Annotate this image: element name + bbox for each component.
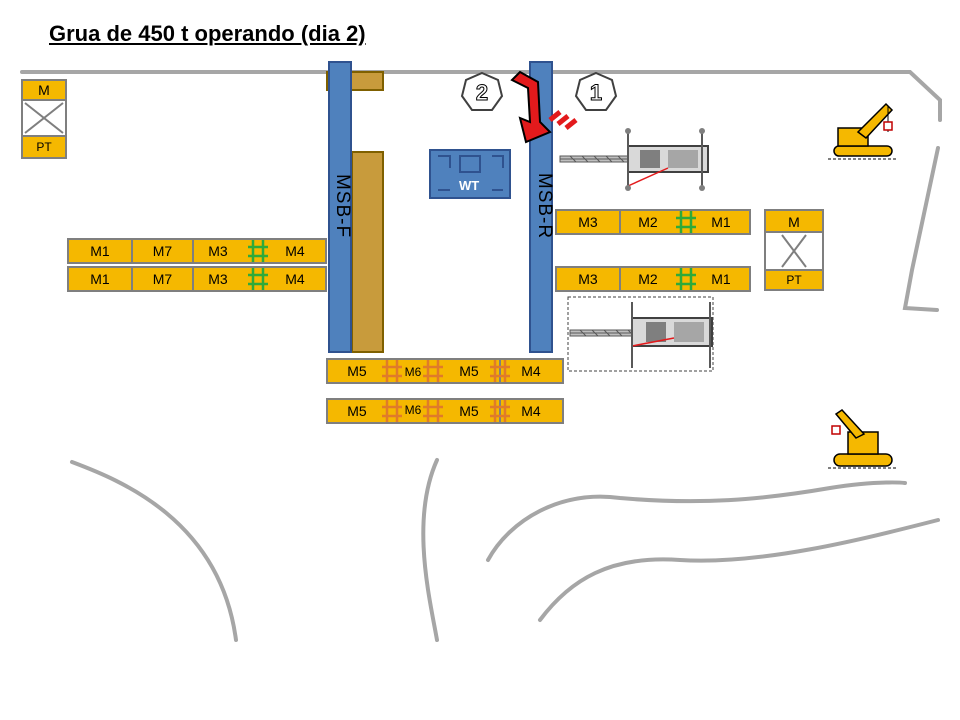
station-left	[21, 79, 67, 159]
module-label: M5	[347, 363, 367, 379]
module-label: M6	[404, 403, 422, 417]
step-2-label: 2	[475, 80, 489, 106]
module-label: M4	[521, 403, 541, 419]
module-label: M5	[459, 363, 479, 379]
module-label: M4	[285, 271, 305, 287]
module-label: M7	[152, 243, 173, 259]
row-right-a	[555, 209, 751, 235]
crawler-crane-icon	[828, 409, 898, 469]
row-left-b	[67, 266, 327, 292]
crane-top-view-icon	[559, 128, 709, 191]
module-label: M4	[285, 243, 305, 259]
crawler-crane-icon	[828, 102, 898, 160]
station-left-top-label: M	[38, 82, 50, 98]
site-boundary-lines	[20, 70, 942, 642]
warning-arrow-icon	[510, 70, 578, 144]
green-connectors	[248, 211, 696, 290]
station-left-bottom-label: PT	[36, 140, 52, 154]
module-label: M3	[208, 243, 228, 259]
step-badge-1	[574, 71, 618, 111]
msb-r-label: MSB-R	[534, 172, 556, 240]
tan-block	[351, 151, 384, 353]
msb-f-label: MSB-F	[332, 173, 354, 239]
crane-top-view-icon	[569, 302, 713, 368]
module-label: M1	[711, 214, 731, 230]
module-label: M6	[404, 365, 422, 379]
module-label: M7	[152, 271, 173, 287]
module-label: M3	[208, 271, 228, 287]
row-left-a	[67, 238, 327, 264]
module-label: M3	[578, 214, 598, 230]
step-1-label: 1	[589, 80, 603, 106]
module-label: M5	[459, 403, 479, 419]
station-right-bottom-label: PT	[786, 273, 802, 287]
step-badge-2	[460, 71, 504, 111]
station-right-top-label: M	[788, 214, 800, 230]
module-label: M4	[521, 363, 541, 379]
orange-connectors	[382, 360, 510, 422]
module-label: M1	[711, 271, 731, 287]
module-label: M5	[347, 403, 367, 419]
wt-label: WT	[459, 178, 480, 193]
module-label: M1	[90, 271, 110, 287]
module-label: M2	[638, 214, 658, 230]
module-label: M2	[638, 271, 658, 287]
row-bottom-b	[326, 398, 564, 424]
wt-tank	[429, 149, 511, 199]
module-label: M3	[578, 271, 598, 287]
row-bottom-a	[326, 358, 564, 384]
page-title: Grua de 450 t operando (dia 2)	[49, 21, 366, 46]
module-label: M1	[90, 243, 110, 259]
station-right	[764, 209, 824, 291]
row-right-b	[555, 266, 751, 292]
msb-f-beam	[328, 61, 352, 353]
